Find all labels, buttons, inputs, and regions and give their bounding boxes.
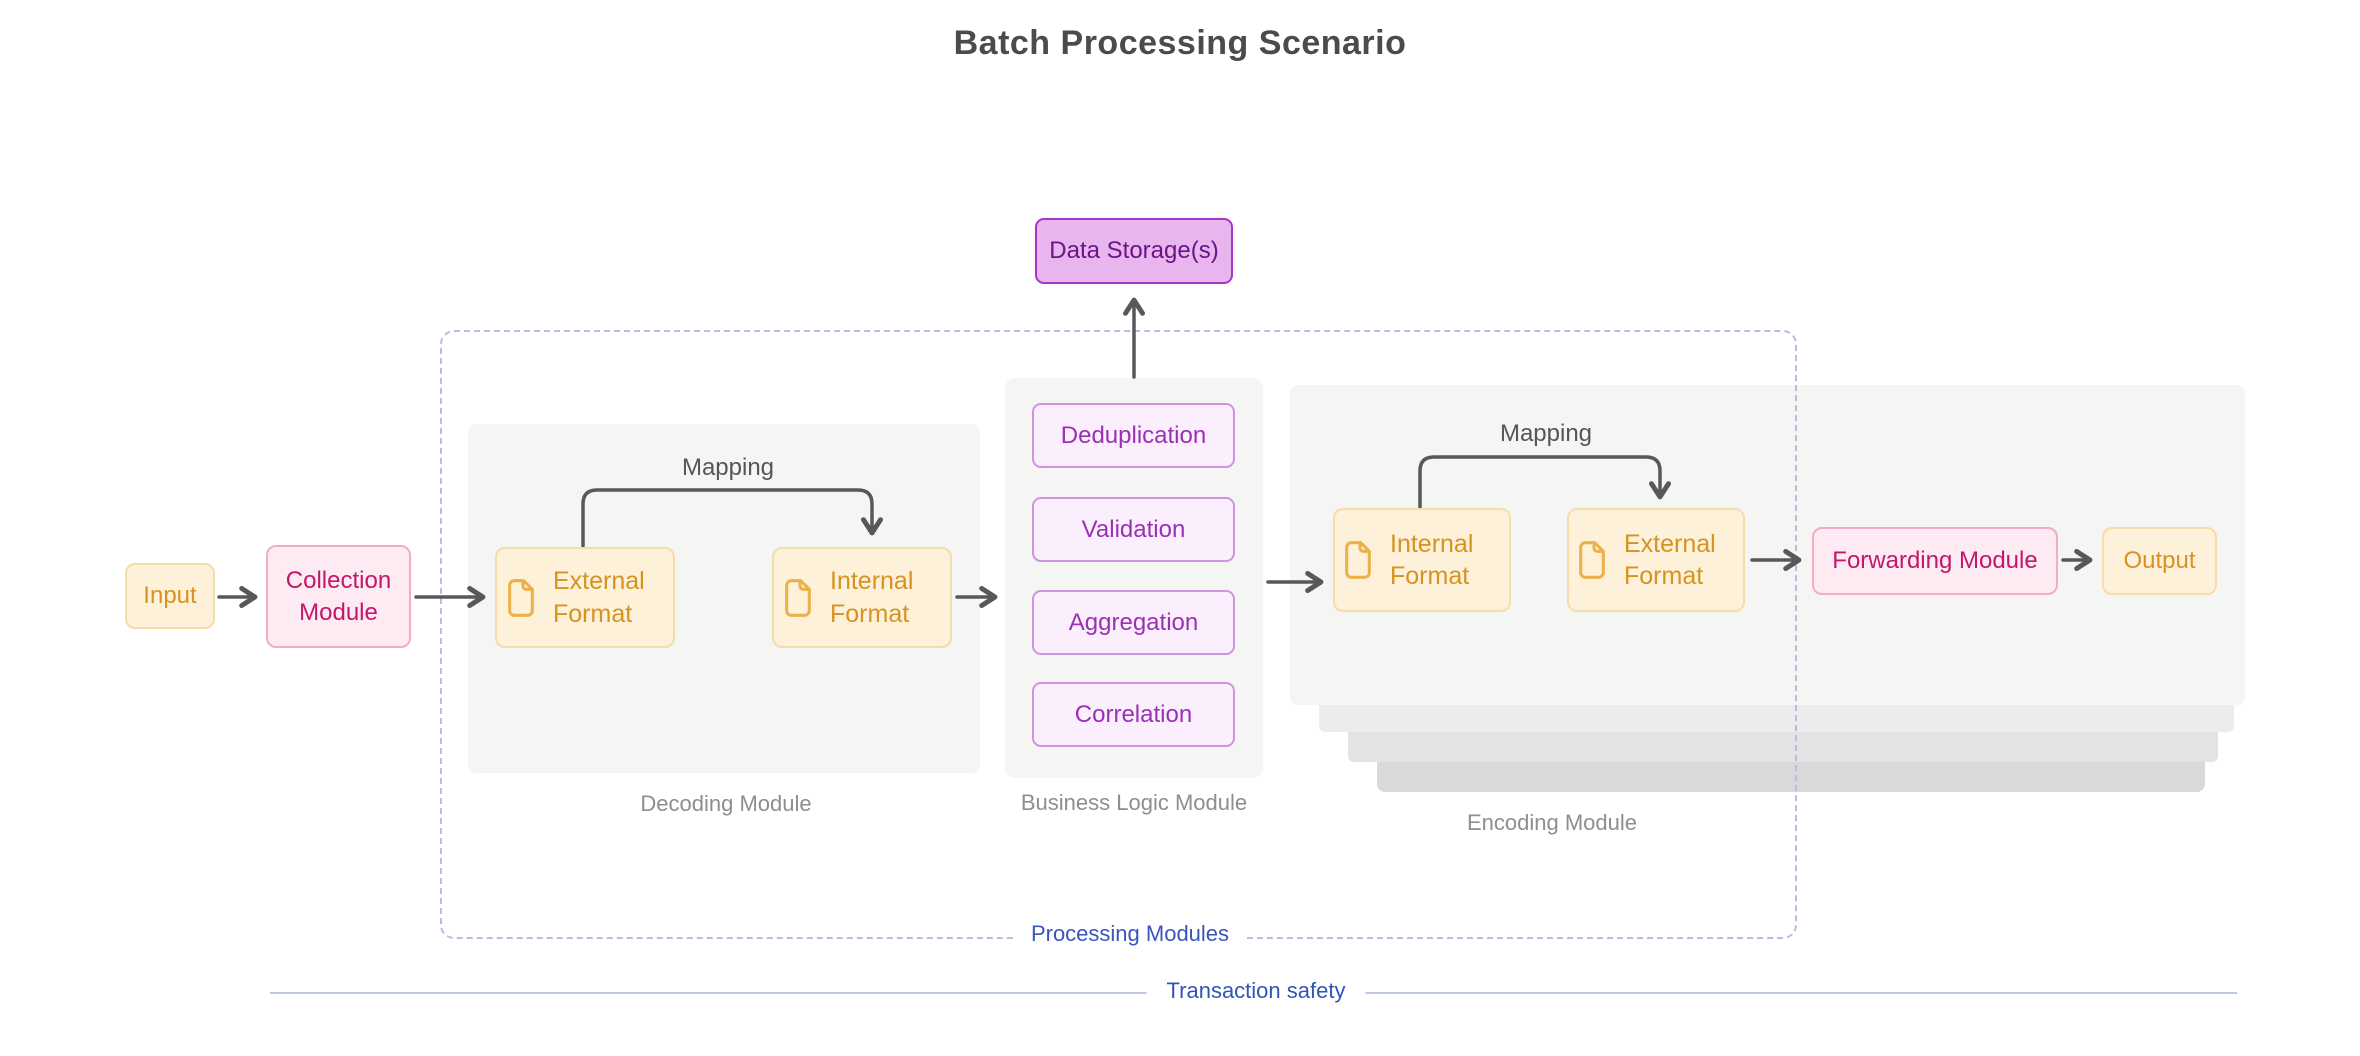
decoding-mapping-label: Mapping [681, 454, 775, 481]
file-icon [785, 578, 811, 617]
decoding-internal-format-node: Internal Format [772, 547, 952, 648]
output-node: Output [2102, 527, 2217, 595]
encoding-external-format-node: External Format [1567, 508, 1745, 612]
transaction-safety-label: Transaction safety [1146, 978, 1366, 1004]
file-icon [1579, 541, 1605, 579]
processing-modules-label: Processing Modules [1014, 919, 1246, 949]
decoding-module-label: Decoding Module [640, 791, 812, 816]
data-storage-node: Data Storage(s) [1035, 218, 1233, 284]
format-label: Internal Format [1390, 529, 1474, 591]
input-node: Input [125, 563, 215, 629]
decoding-external-format-node: External Format [495, 547, 675, 648]
file-icon [508, 578, 534, 617]
business-step-aggregation: Aggregation [1032, 590, 1235, 655]
page-title: Batch Processing Scenario [953, 24, 1407, 62]
format-label: Internal Format [830, 567, 914, 628]
encoding-internal-format-node: Internal Format [1333, 508, 1511, 612]
business-step-correlation: Correlation [1032, 682, 1235, 747]
encoding-module-label: Encoding Module [1466, 810, 1638, 835]
business-step-validation: Validation [1032, 497, 1235, 562]
file-icon [1345, 541, 1371, 579]
business-logic-module-label: Business Logic Module [1020, 790, 1248, 815]
format-label: External Format [1624, 529, 1716, 591]
format-label: External Format [553, 567, 645, 628]
forwarding-module-node: Forwarding Module [1812, 527, 2058, 595]
encoding-mapping-label: Mapping [1499, 420, 1593, 447]
business-step-deduplication: Deduplication [1032, 403, 1235, 468]
collection-module-node: Collection Module [266, 545, 411, 648]
